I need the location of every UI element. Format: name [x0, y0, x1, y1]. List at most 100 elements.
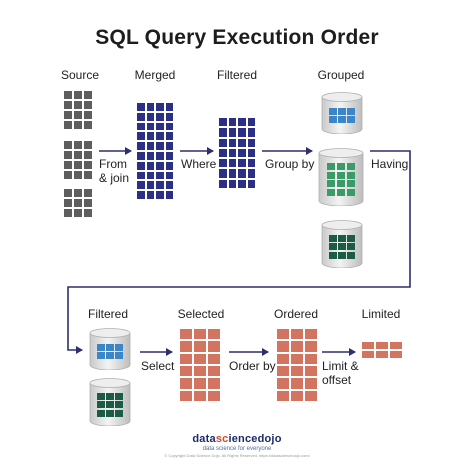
grid-cell — [247, 118, 255, 127]
op-label-from-join: From & join — [99, 157, 130, 185]
grid-cell — [338, 251, 346, 259]
grid-cell — [74, 209, 82, 217]
grid-cell — [165, 171, 173, 180]
grid-cell — [376, 351, 388, 358]
grid-cell — [165, 103, 173, 111]
grid-cell — [346, 180, 356, 188]
grid-cell — [84, 121, 92, 129]
grid-cell — [219, 169, 227, 178]
grid-cell — [84, 101, 92, 109]
grid-cell — [228, 128, 236, 137]
grid-cell — [277, 390, 289, 401]
group-cylinder-green — [318, 148, 364, 207]
grid-cell — [238, 128, 246, 137]
grid-cell — [165, 112, 173, 121]
grid-cell — [64, 161, 72, 169]
grid-cell — [64, 209, 72, 217]
cylinder-grid — [96, 392, 123, 417]
filtered-cylinder-dark-green — [89, 378, 131, 427]
grid-cell — [74, 141, 82, 149]
grid-cell — [84, 111, 92, 119]
grid-cell — [238, 169, 246, 178]
grid-cell — [219, 179, 227, 188]
grid-cell — [228, 159, 236, 168]
grid-cell — [106, 392, 114, 400]
grid-cell — [146, 191, 154, 199]
grid-cell — [84, 161, 92, 169]
grid-cell — [106, 409, 114, 417]
grid-cell — [291, 329, 303, 340]
grid-cell — [84, 199, 92, 207]
grid-cell — [64, 171, 72, 179]
stage-label-source: Source — [60, 68, 100, 82]
grid-cell — [291, 378, 303, 389]
grid-cell — [115, 343, 123, 351]
grid-cell — [326, 188, 336, 196]
grid-cell — [228, 169, 236, 178]
grid-cell — [74, 161, 82, 169]
cylinder-shape — [321, 92, 363, 135]
grid-cell — [291, 365, 303, 377]
ordered-table — [277, 329, 317, 401]
grid-cell — [194, 341, 206, 352]
source-table-3 — [64, 189, 92, 217]
grid-cell — [146, 181, 154, 190]
grid-cell — [146, 132, 154, 141]
grid-cell — [247, 159, 255, 168]
grid-cell — [326, 163, 336, 171]
grid-cell — [84, 151, 92, 159]
grid-cell — [328, 234, 337, 242]
grid-cell — [74, 189, 82, 197]
grid-cell — [156, 171, 164, 180]
grid-cell — [238, 148, 246, 158]
grid-cell — [96, 401, 105, 408]
grid-cell — [247, 169, 255, 178]
grid-cell — [219, 159, 227, 168]
grid-cell — [338, 234, 346, 242]
grid-cell — [165, 142, 173, 150]
cylinder-shape — [89, 328, 131, 371]
grid-cell — [115, 409, 123, 417]
stage-label-filtered-2: Filtered — [87, 307, 129, 321]
grid-cell — [305, 378, 317, 389]
grid-cell — [347, 116, 355, 124]
grid-cell — [156, 142, 164, 150]
grid-cell — [305, 353, 317, 364]
grid-cell — [305, 329, 317, 340]
grid-cell — [137, 181, 145, 190]
grid-cell — [64, 121, 72, 129]
grid-cell — [156, 181, 164, 190]
grid-cell — [208, 378, 220, 389]
grid-cell — [146, 171, 154, 180]
grid-cell — [277, 341, 289, 352]
grid-cell — [96, 409, 105, 417]
stage-label-selected: Selected — [177, 307, 225, 321]
grid-cell — [208, 329, 220, 340]
grid-cell — [247, 179, 255, 188]
grid-cell — [336, 180, 346, 188]
grid-cell — [96, 352, 105, 360]
grid-cell — [208, 390, 220, 401]
grid-cell — [165, 161, 173, 170]
grid-cell — [165, 132, 173, 141]
grid-cell — [347, 251, 355, 259]
grid-cell — [84, 141, 92, 149]
stage-label-merged: Merged — [134, 68, 176, 82]
op-label-where: Where — [181, 157, 217, 171]
grid-cell — [390, 342, 402, 349]
grid-cell — [137, 122, 145, 131]
grid-cell — [137, 132, 145, 141]
filtered-table — [219, 118, 255, 188]
grid-cell — [305, 341, 317, 352]
grid-cell — [64, 91, 72, 99]
grid-cell — [165, 181, 173, 190]
grid-cell — [194, 353, 206, 364]
grid-cell — [64, 101, 72, 109]
grid-cell — [277, 353, 289, 364]
cylinder-grid — [326, 163, 356, 196]
group-cylinder-blue — [321, 92, 363, 135]
stage-label-limited: Limited — [361, 307, 401, 321]
grid-cell — [137, 171, 145, 180]
grid-cell — [328, 107, 337, 115]
